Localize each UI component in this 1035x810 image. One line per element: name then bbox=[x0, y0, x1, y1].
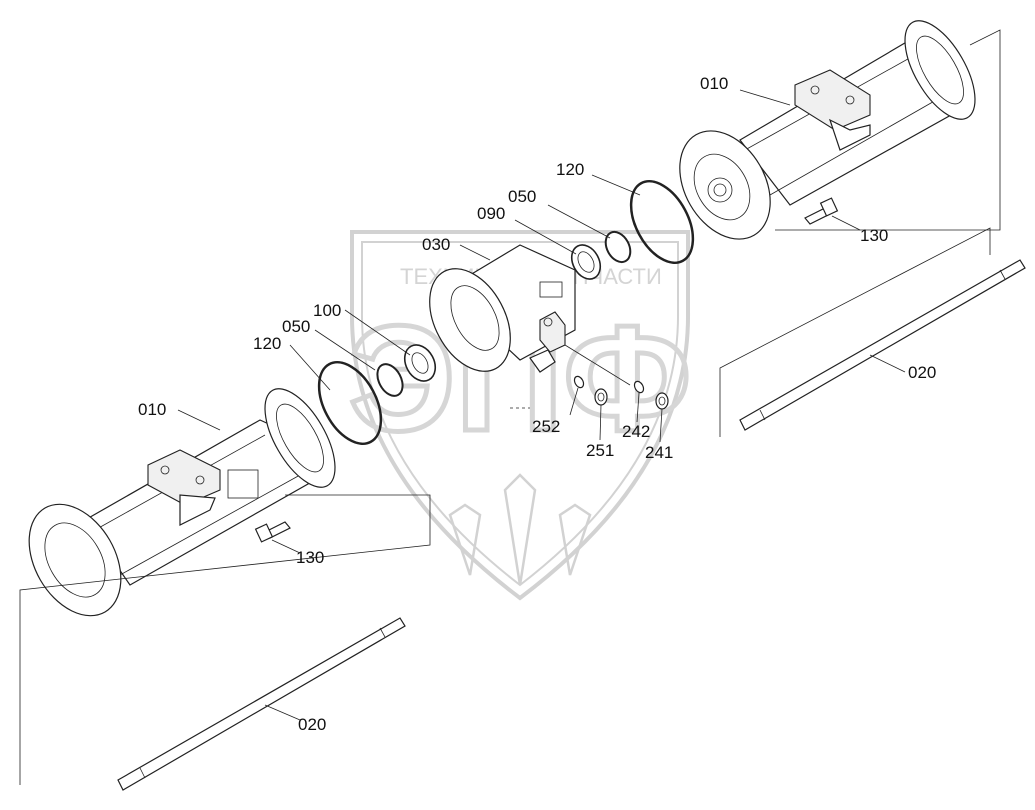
callout-120-left: 120 bbox=[253, 334, 281, 353]
callout-130-right: 130 bbox=[860, 226, 888, 245]
callout-050-left: 050 bbox=[282, 317, 310, 336]
bearing-right bbox=[570, 244, 602, 280]
callout-090: 090 bbox=[477, 204, 505, 223]
axle-housing-right bbox=[679, 20, 976, 240]
shaft-right-bracket bbox=[719, 227, 991, 437]
callout-050-right: 050 bbox=[508, 187, 536, 206]
leader-lines-left-housing bbox=[19, 494, 431, 785]
callout-leaders bbox=[177, 89, 906, 721]
plug-241 bbox=[655, 392, 669, 410]
bolt-right bbox=[804, 197, 839, 225]
callout-020-left: 020 bbox=[298, 715, 326, 734]
o-ring-left bbox=[317, 361, 383, 445]
callout-010-left: 010 bbox=[138, 400, 166, 419]
o-ring-right bbox=[629, 180, 695, 264]
callout-130-left: 130 bbox=[296, 548, 324, 567]
callout-241: 241 bbox=[645, 443, 673, 462]
axle-shaft-left bbox=[117, 617, 406, 791]
callout-020-right: 020 bbox=[908, 363, 936, 382]
seal-left bbox=[376, 363, 404, 397]
callout-251: 251 bbox=[586, 441, 614, 460]
axle-shaft-right bbox=[739, 259, 1026, 431]
leader-lines-right-housing bbox=[775, 29, 1001, 231]
callout-100: 100 bbox=[313, 301, 341, 320]
callout-010-right: 010 bbox=[700, 74, 728, 93]
o-ring-252 bbox=[573, 375, 585, 389]
callout-030: 030 bbox=[422, 235, 450, 254]
o-ring-242 bbox=[633, 380, 645, 394]
bearing-left bbox=[403, 344, 437, 382]
plug-251 bbox=[594, 388, 608, 406]
callout-242: 242 bbox=[622, 422, 650, 441]
seal-right bbox=[604, 230, 632, 264]
wheat-icon bbox=[448, 473, 592, 586]
watermark-logo: ТЕХНИКА ЗАПЧАСТИ ЭПФ bbox=[346, 230, 694, 601]
center-housing bbox=[429, 244, 576, 373]
callout-120-right: 120 bbox=[556, 160, 584, 179]
callout-252: 252 bbox=[532, 417, 560, 436]
bolt-left bbox=[254, 521, 291, 543]
axle-housing-left bbox=[28, 388, 336, 617]
